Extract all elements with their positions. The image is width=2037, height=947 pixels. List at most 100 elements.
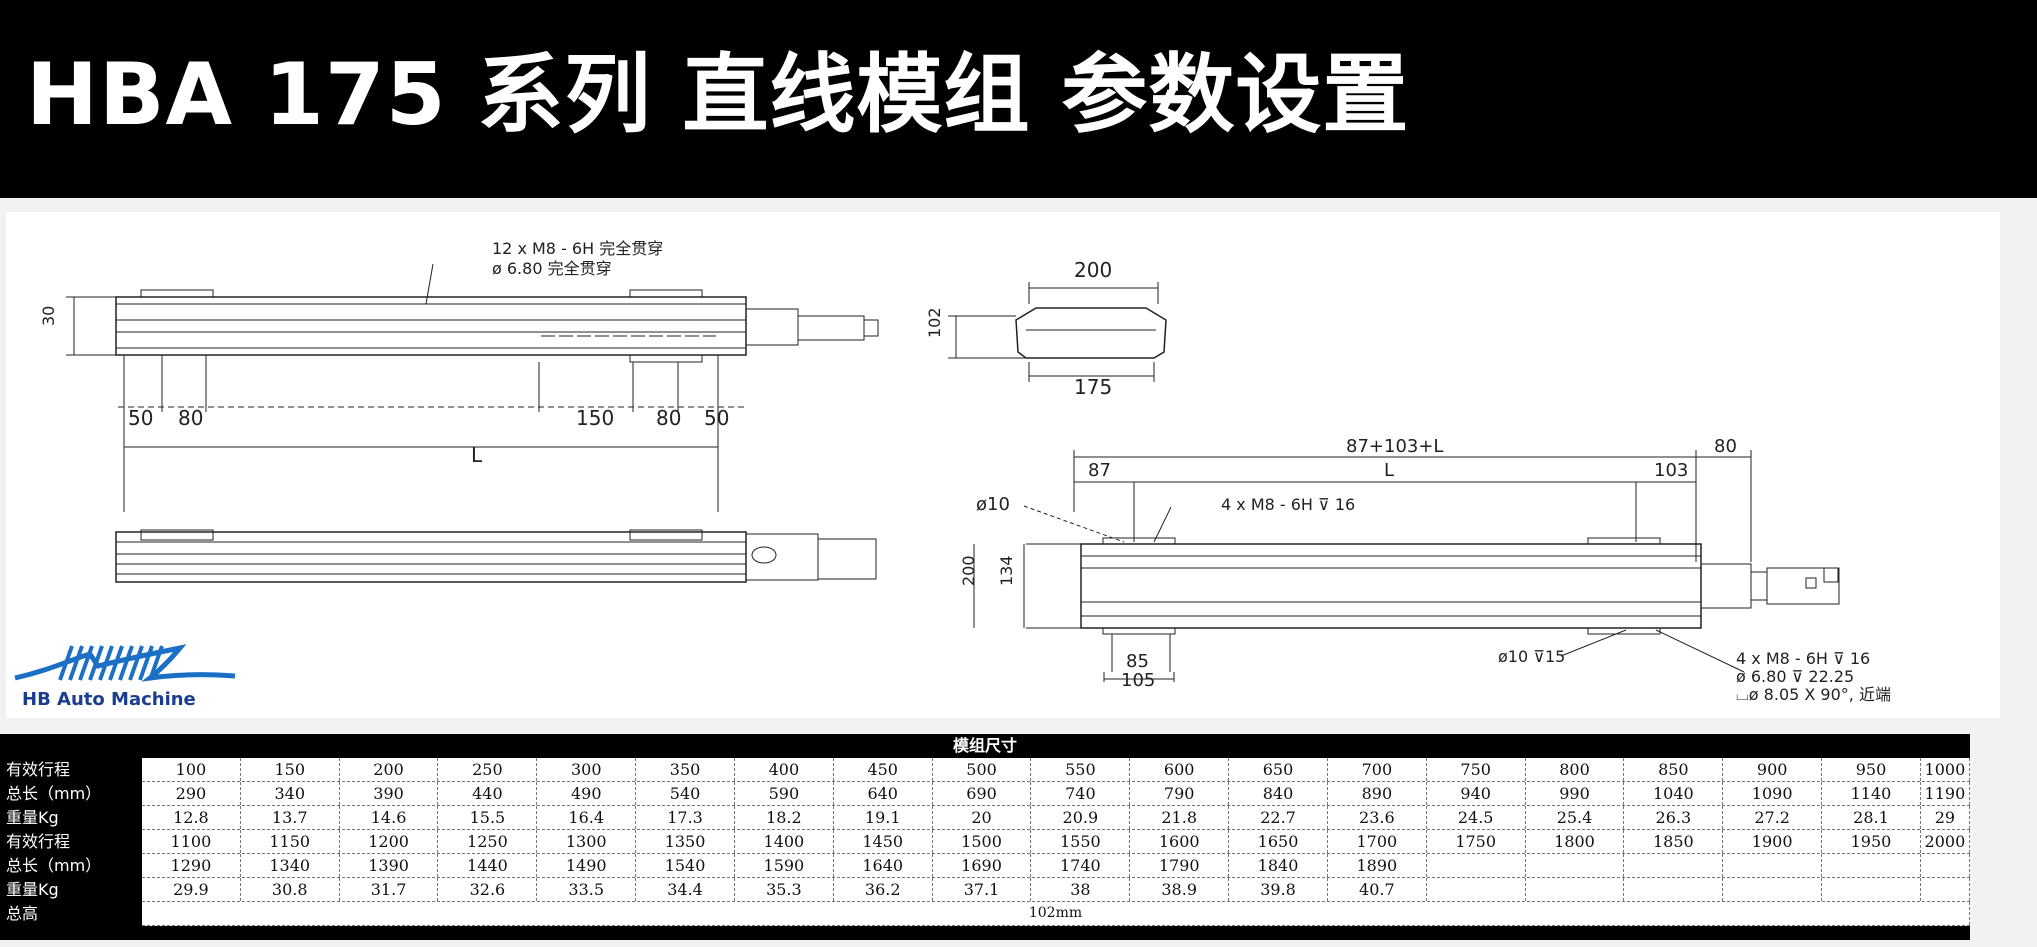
table-cell: 2000: [1921, 830, 1970, 853]
detail-note-1: 4 x M8 - 6H ⊽ 16: [1736, 649, 1870, 668]
logo-text: HB Auto Machine: [22, 689, 196, 710]
detail-note-3: ⌴ø 8.05 X 90°, 近端: [1736, 685, 1891, 704]
table-cell: 39.8: [1229, 878, 1328, 901]
table-cell: [1723, 854, 1823, 877]
table-cell: 290: [142, 782, 241, 805]
table-cell: [1624, 854, 1724, 877]
detail-dim-left: 87: [1088, 460, 1111, 481]
table-cell: 1150: [241, 830, 340, 853]
table-cell: 1090: [1723, 782, 1823, 805]
total-height-cell: 102mm: [142, 902, 1970, 925]
detail-dim-h2: 134: [997, 555, 1016, 586]
motor-top: [797, 315, 865, 341]
table-cell: 740: [1031, 782, 1131, 805]
table-cell: 1840: [1229, 854, 1328, 877]
table-cell: 20: [933, 806, 1032, 829]
table-cell: 1100: [142, 830, 241, 853]
row-label: 总长（mm）: [6, 784, 102, 803]
table-cell: 29.9: [142, 878, 241, 901]
table-cell: 590: [735, 782, 834, 805]
table-cell: 22.7: [1229, 806, 1328, 829]
table-cell: [1526, 854, 1625, 877]
table-cell: 1350: [636, 830, 735, 853]
table-cell: 300: [537, 758, 637, 781]
company-logo: [14, 644, 236, 682]
table-cell: 1390: [340, 854, 439, 877]
table-cell: 23.6: [1328, 806, 1427, 829]
table-cell: 27.2: [1723, 806, 1823, 829]
table-cell: [1822, 878, 1921, 901]
table-cell: 1290: [142, 854, 241, 877]
row-label: 有效行程: [6, 760, 71, 779]
table-cell: 1040: [1624, 782, 1724, 805]
table-cell: 990: [1526, 782, 1625, 805]
detail-dim-85: 85: [1126, 651, 1149, 672]
table-cell: 1590: [735, 854, 834, 877]
table-cell: 13.7: [241, 806, 340, 829]
table-cell: 20.9: [1031, 806, 1131, 829]
table-cell: 100: [142, 758, 241, 781]
table-cell: 400: [735, 758, 834, 781]
row-label: 总长（mm）: [6, 856, 102, 875]
table-cell: 35.3: [735, 878, 834, 901]
row-label: 重量Kg: [6, 808, 59, 827]
table-cell: [1526, 878, 1625, 901]
dim-50-left: 50: [128, 406, 153, 430]
table-cell: 17.3: [636, 806, 735, 829]
end-dim-bottom: 175: [1074, 375, 1112, 399]
table-row-total-height: 102mm: [142, 902, 1970, 926]
table-cell: 25.4: [1526, 806, 1625, 829]
table-cell: [1427, 878, 1526, 901]
detail-holes-top: 4 x M8 - 6H ⊽ 16: [1221, 495, 1355, 514]
detail-dim-total: 87+103+L: [1346, 436, 1443, 457]
table-cell: 40.7: [1328, 878, 1427, 901]
table-cell: 790: [1130, 782, 1230, 805]
dim-150: 150: [576, 406, 614, 430]
table-cell: 1790: [1130, 854, 1230, 877]
table-cell: 18.2: [735, 806, 834, 829]
table-cell: 940: [1427, 782, 1526, 805]
table-cell: 16.4: [537, 806, 637, 829]
dim-80-left: 80: [178, 406, 203, 430]
table-cell: 1700: [1328, 830, 1427, 853]
table-cell: 1140: [1822, 782, 1921, 805]
table-cell: 26.3: [1624, 806, 1724, 829]
table-cell: 850: [1624, 758, 1724, 781]
table-cell: 1750: [1427, 830, 1526, 853]
table-cell: 37.1: [933, 878, 1032, 901]
table-cell: 30.8: [241, 878, 340, 901]
top-view: [66, 263, 879, 512]
table-cell: 340: [241, 782, 340, 805]
table-cell: 1190: [1921, 782, 1970, 805]
motor-detail: [1766, 567, 1840, 605]
table-cell: 1300: [537, 830, 637, 853]
logo-stripes: [58, 645, 164, 681]
table-cell: 1340: [241, 854, 340, 877]
table-cell: 1000: [1921, 758, 1970, 781]
table-cell: 200: [340, 758, 439, 781]
table-cell: [1427, 854, 1526, 877]
table-cell: 36.2: [834, 878, 933, 901]
table-cell: 840: [1229, 782, 1328, 805]
end-view: [948, 282, 1167, 382]
table-cell: 12.8: [142, 806, 241, 829]
detail-dim-motor: 80: [1714, 436, 1737, 457]
table-cell: 600: [1130, 758, 1230, 781]
table-cell: [1624, 878, 1724, 901]
logo-swoosh: [14, 644, 236, 682]
header-bar: HBA 175 系列 直线模组 参数设置: [0, 0, 2037, 198]
detail-dim-105: 105: [1121, 670, 1155, 691]
table-cell: 440: [438, 782, 538, 805]
table-cell: 250: [438, 758, 538, 781]
table-cell: 390: [340, 782, 439, 805]
module-body-detail: [1080, 543, 1702, 629]
table-cell: 1500: [933, 830, 1032, 853]
end-dim-top: 200: [1074, 258, 1112, 282]
table-cell: 1400: [735, 830, 834, 853]
